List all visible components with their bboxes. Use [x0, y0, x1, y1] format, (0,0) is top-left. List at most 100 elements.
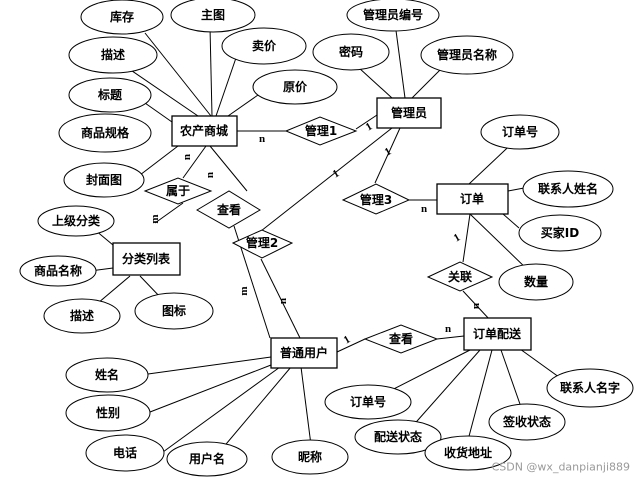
svg-text:联系人名字: 联系人名字: [560, 380, 620, 395]
attr-product-original-price: 原价: [252, 69, 338, 105]
svg-text:描述: 描述: [101, 47, 125, 62]
relationship-manage1: 管理1: [284, 116, 358, 146]
attr-order-number: 订单号: [480, 114, 560, 150]
svg-text:订单: 订单: [460, 191, 484, 206]
attr-delivery-status: 配送状态: [354, 419, 442, 455]
svg-text:管理员名称: 管理员名称: [437, 47, 497, 62]
entity-order: 订单: [436, 183, 509, 215]
relationship-view-product: 查看: [196, 190, 261, 229]
svg-text:管理员: 管理员: [391, 105, 427, 120]
cardinality-view-delivery-user: 1: [342, 333, 353, 346]
svg-text:查看: 查看: [216, 202, 241, 217]
svg-text:昵称: 昵称: [298, 449, 322, 464]
svg-text:买家ID: 买家ID: [541, 225, 579, 240]
entity-category-list: 分类列表: [112, 242, 181, 276]
cardinality-manage2-user: n: [277, 298, 289, 304]
svg-text:收货地址: 收货地址: [444, 445, 492, 460]
attr-product-sale-price: 卖价: [221, 27, 307, 65]
cardinality-manage1-admin: 1: [364, 120, 375, 133]
cardinality-view-product-product: n: [204, 172, 216, 178]
svg-text:管理员编号: 管理员编号: [363, 7, 423, 22]
relationship-manage2: 管理2: [231, 229, 294, 259]
attr-category-parent: 上级分类: [37, 205, 115, 237]
attr-order-contact-name: 联系人姓名: [522, 170, 614, 208]
attr-category-icon: 图标: [134, 292, 214, 330]
cardinality-labels: n 1 1 1 n n n m m n 1 n 1 n: [149, 120, 482, 346]
attr-product-spec: 商品规格: [58, 113, 152, 153]
cardinality-link-order: 1: [452, 231, 463, 244]
svg-text:订单号: 订单号: [350, 394, 386, 409]
entity-admin: 管理员: [376, 97, 442, 129]
attr-product-description: 描述: [68, 36, 158, 74]
relationship-view-delivery: 查看: [363, 324, 439, 354]
attr-order-quantity: 数量: [498, 263, 574, 301]
attr-product-title: 标题: [68, 77, 152, 113]
cardinality-link-delivery: n: [470, 303, 482, 309]
attr-admin-id: 管理员编号: [346, 0, 440, 32]
attr-category-description: 描述: [43, 298, 121, 334]
attr-user-nickname: 昵称: [271, 439, 349, 475]
entity-regular-user: 普通用户: [270, 337, 338, 369]
svg-text:库存: 库存: [110, 9, 134, 24]
svg-text:性别: 性别: [95, 405, 120, 420]
cardinality-manage1-product: n: [259, 133, 265, 145]
svg-text:卖价: 卖价: [252, 38, 277, 53]
attr-user-phone: 电话: [85, 434, 165, 472]
attr-delivery-contact-name: 联系人名字: [546, 368, 634, 408]
attr-user-username: 用户名: [166, 441, 248, 477]
svg-text:上级分类: 上级分类: [52, 213, 101, 228]
svg-text:封面图: 封面图: [86, 172, 122, 187]
svg-text:商品规格: 商品规格: [81, 125, 130, 140]
relationship-link: 关联: [426, 261, 494, 292]
cardinality-manage2-admin-lower: 1: [331, 167, 342, 180]
svg-text:密码: 密码: [339, 44, 363, 59]
svg-text:查看: 查看: [388, 331, 413, 346]
cardinality-view-product-user: m: [238, 286, 250, 295]
svg-text:数量: 数量: [524, 274, 548, 289]
svg-text:签收状态: 签收状态: [502, 414, 551, 429]
svg-text:描述: 描述: [70, 308, 94, 323]
svg-text:姓名: 姓名: [95, 367, 119, 382]
attr-delivery-sign-status: 签收状态: [488, 403, 566, 441]
attr-user-real-name: 姓名: [65, 357, 149, 393]
svg-text:管理3: 管理3: [360, 192, 392, 207]
watermark: CSDN @wx_danpianji889: [492, 461, 630, 474]
svg-text:订单号: 订单号: [502, 124, 538, 139]
attr-category-product-name: 商品名称: [19, 255, 97, 287]
cardinality-manage2-admin: 1: [383, 145, 394, 158]
attr-order-buyer-id: 买家ID: [518, 214, 602, 252]
svg-text:联系人姓名: 联系人姓名: [538, 181, 598, 196]
svg-text:主图: 主图: [201, 7, 225, 22]
cardinality-belongs-category: m: [149, 214, 161, 223]
attr-admin-name: 管理员名称: [420, 35, 514, 75]
svg-text:管理2: 管理2: [246, 235, 278, 250]
svg-text:关联: 关联: [448, 269, 472, 284]
attr-product-main-image: 主图: [170, 0, 256, 33]
svg-text:订单配送: 订单配送: [473, 326, 522, 341]
svg-text:农产商城: 农产商城: [179, 123, 228, 138]
svg-text:普通用户: 普通用户: [280, 345, 328, 360]
attr-delivery-address: 收货地址: [424, 435, 512, 471]
cardinality-manage3-order: n: [421, 203, 427, 215]
svg-text:分类列表: 分类列表: [122, 251, 171, 266]
svg-text:配送状态: 配送状态: [374, 429, 422, 444]
relationship-belongs: 属于: [143, 177, 213, 205]
svg-text:原价: 原价: [283, 80, 308, 94]
relationship-manage3: 管理3: [341, 183, 411, 215]
entity-product-mall: 农产商城: [171, 115, 238, 147]
cardinality-belongs-product: n: [181, 154, 193, 160]
svg-text:商品名称: 商品名称: [34, 263, 82, 278]
svg-text:属于: 属于: [166, 184, 190, 198]
attr-admin-password: 密码: [312, 33, 390, 71]
attr-product-cover-image: 封面图: [63, 162, 145, 198]
svg-text:标题: 标题: [97, 87, 123, 102]
cardinality-view-delivery-delivery: n: [445, 323, 451, 335]
svg-text:用户名: 用户名: [188, 451, 225, 466]
entity-order-delivery: 订单配送: [463, 317, 532, 351]
attr-user-gender: 性别: [65, 394, 151, 432]
svg-text:管理1: 管理1: [305, 123, 337, 138]
svg-text:图标: 图标: [162, 303, 186, 318]
attr-product-stock: 库存: [80, 0, 164, 35]
svg-text:电话: 电话: [113, 445, 137, 460]
